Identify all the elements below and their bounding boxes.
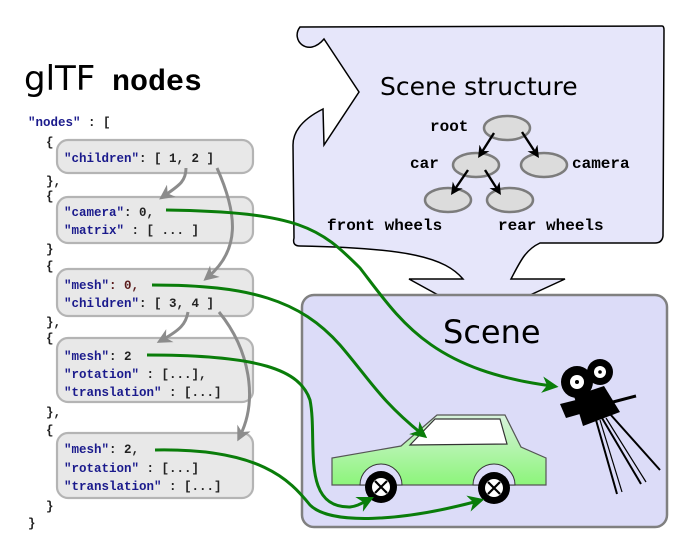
tree-label-car: car [410,155,439,173]
brace-open: { [46,424,54,438]
code-open-key: "nodes" [28,116,81,130]
brace-close: }, [46,406,61,420]
node-1-line-1: "matrix" : [ ... ] [64,224,199,238]
node-2-line-0: "mesh": 0, [64,279,139,293]
brace-close: }, [46,316,61,330]
node-2-line-1: "children": [ 3, 4 ] [64,297,214,311]
brace-open: { [46,332,54,346]
node-1-box[interactable] [55,195,255,245]
reference-arrows [146,208,559,520]
node-4-box[interactable] [55,431,255,500]
scene-structure-title: Scene structure [380,72,578,101]
node-3-box[interactable] [55,336,255,404]
node-0-box[interactable] [55,138,255,175]
title-code-word: nodes [112,66,202,100]
code-open-rest: : [ [81,116,111,130]
child-arrow-1 [159,167,188,200]
camera-reference-arrow [165,208,559,393]
node-1-line-0: "camera": 0, [64,206,154,220]
node-3-line-1: "rotation" : [...], [64,368,207,382]
brace-close: }, [46,175,61,189]
code-open-line: "nodes" : [ [28,116,111,130]
mesh-2-front-wheel-reference-arrow [146,353,374,512]
brace-open: { [46,136,54,150]
tree-edge [478,132,496,159]
tree-edge [483,169,501,196]
title-prefix: glTF [24,59,95,99]
movie-camera-icon[interactable] [560,359,661,495]
node-4-line-0: "mesh": 2, [64,443,139,457]
node-4-line-1: "rotation" : [...] [64,462,199,476]
brace-open: { [46,260,54,274]
tree-edge [520,131,539,159]
mesh-0-reference-arrow [151,283,428,439]
child-arrows [156,167,251,442]
node-0-line-0: "children": [ 1, 2 ] [64,152,214,166]
car-front-wheel [365,471,397,503]
tree-node-rear-wheels[interactable] [485,186,535,214]
tree-node-root[interactable] [482,114,532,142]
node-3-line-0: "mesh": 2 [64,350,132,364]
scene-title: Scene [443,313,541,351]
tree-node-camera[interactable] [519,151,569,179]
tree-label-root: root [430,118,468,136]
child-arrow-3 [156,311,190,343]
tree-label-front-wheels: front wheels [327,217,442,235]
tree-node-front-wheels[interactable] [423,186,473,214]
mesh-2-rear-wheel-reference-arrow [154,448,485,520]
brace-close: } [46,243,54,257]
node-3-line-2: "translation" : [...] [64,386,222,400]
tree-edge [450,169,469,195]
child-arrow-4 [217,311,251,442]
child-arrow-2 [203,167,234,281]
tree-node-car[interactable] [451,151,501,179]
scene-tree: root car camera front wheels rear wheels [327,114,630,235]
array-close: } [28,517,36,531]
brace-close: } [46,500,54,514]
tree-label-camera: camera [572,155,630,173]
brace-open: { [46,190,54,204]
node-4-line-2: "translation" : [...] [64,480,222,494]
scene-panel: Scene [300,293,669,529]
title: glTF nodes [24,59,202,100]
tree-label-rear-wheels: rear wheels [498,217,604,235]
scene-structure-callout: Scene structure root car camera front wh… [292,25,665,319]
car-rear-wheel [478,472,510,504]
code-listing: "nodes" : [ { "children": [ 1, 2 ] }, { … [28,116,255,531]
car-object[interactable] [331,414,547,504]
